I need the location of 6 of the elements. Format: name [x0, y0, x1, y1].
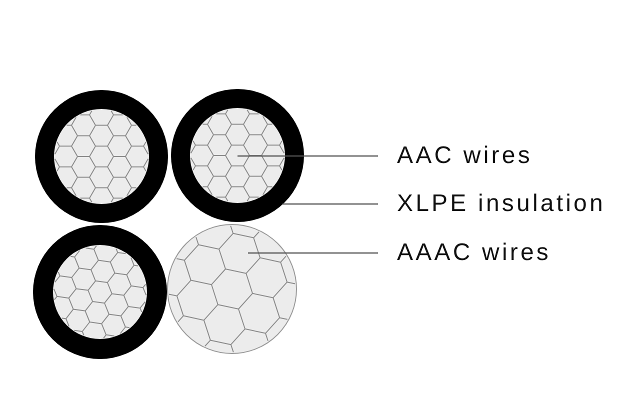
part-label: XLPE insulation [397, 190, 606, 218]
leader-line [282, 203, 378, 205]
part-label: AAAC wires [397, 239, 552, 267]
leader-line [248, 252, 378, 254]
leader-line [238, 155, 378, 157]
part-label: AAC wires [397, 142, 532, 170]
